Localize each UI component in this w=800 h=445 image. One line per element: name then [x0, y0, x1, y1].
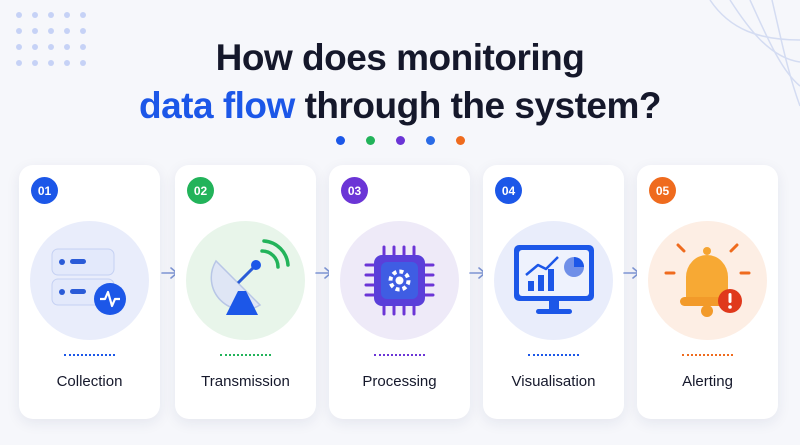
- dotted-divider: [682, 354, 733, 356]
- dotted-divider: [374, 354, 425, 356]
- alert-bell-icon: [664, 243, 751, 317]
- step-number-badge: 03: [341, 177, 368, 204]
- step-card-visualisation: 04 Visualisation: [483, 165, 624, 419]
- step-icon-circle: [30, 221, 149, 340]
- step-card-collection: 01 Collection: [19, 165, 160, 419]
- title-line-2: data flow through the system?: [0, 82, 800, 130]
- server-pulse-icon: [51, 248, 126, 315]
- dotted-divider: [528, 354, 579, 356]
- dotted-divider: [64, 354, 115, 356]
- step-icon-circle: [186, 221, 305, 340]
- dotted-divider: [220, 354, 271, 356]
- color-dot: [335, 136, 345, 145]
- step-number-badge: 01: [31, 177, 58, 204]
- step-label: Transmission: [201, 373, 290, 390]
- step-card-transmission: 02 Transmission: [175, 165, 316, 419]
- step-label: Alerting: [682, 373, 733, 390]
- step-card-processing: 03 Processing: [329, 165, 470, 419]
- dashboard-monitor-icon: [514, 245, 594, 314]
- color-dot: [395, 136, 405, 145]
- title-line-1: How does monitoring: [215, 37, 585, 78]
- color-dot: [365, 136, 375, 145]
- step-label: Collection: [56, 373, 123, 390]
- title-line-2-rest: through the system?: [294, 85, 662, 126]
- step-label: Processing: [362, 373, 437, 390]
- step-icon-circle: [340, 221, 459, 340]
- decorative-swirl-lines: [709, 0, 800, 107]
- step-number-badge: 02: [187, 177, 214, 204]
- processor-chip-icon: [364, 245, 435, 316]
- step-icon-circle: [648, 221, 767, 340]
- step-icon-circle: [494, 221, 613, 340]
- color-dot-row: [0, 136, 800, 145]
- decorative-dot-grid: [16, 12, 86, 66]
- color-dot: [455, 136, 465, 145]
- color-dot: [425, 136, 435, 145]
- page-title: How does monitoring data flow through th…: [0, 34, 800, 130]
- step-card-alerting: 05 Alerting: [637, 165, 778, 419]
- step-number-badge: 04: [495, 177, 522, 204]
- step-label: Visualisation: [511, 373, 596, 390]
- title-highlight: data flow: [138, 85, 295, 126]
- satellite-dish-icon: [210, 239, 290, 315]
- step-number-badge: 05: [649, 177, 676, 204]
